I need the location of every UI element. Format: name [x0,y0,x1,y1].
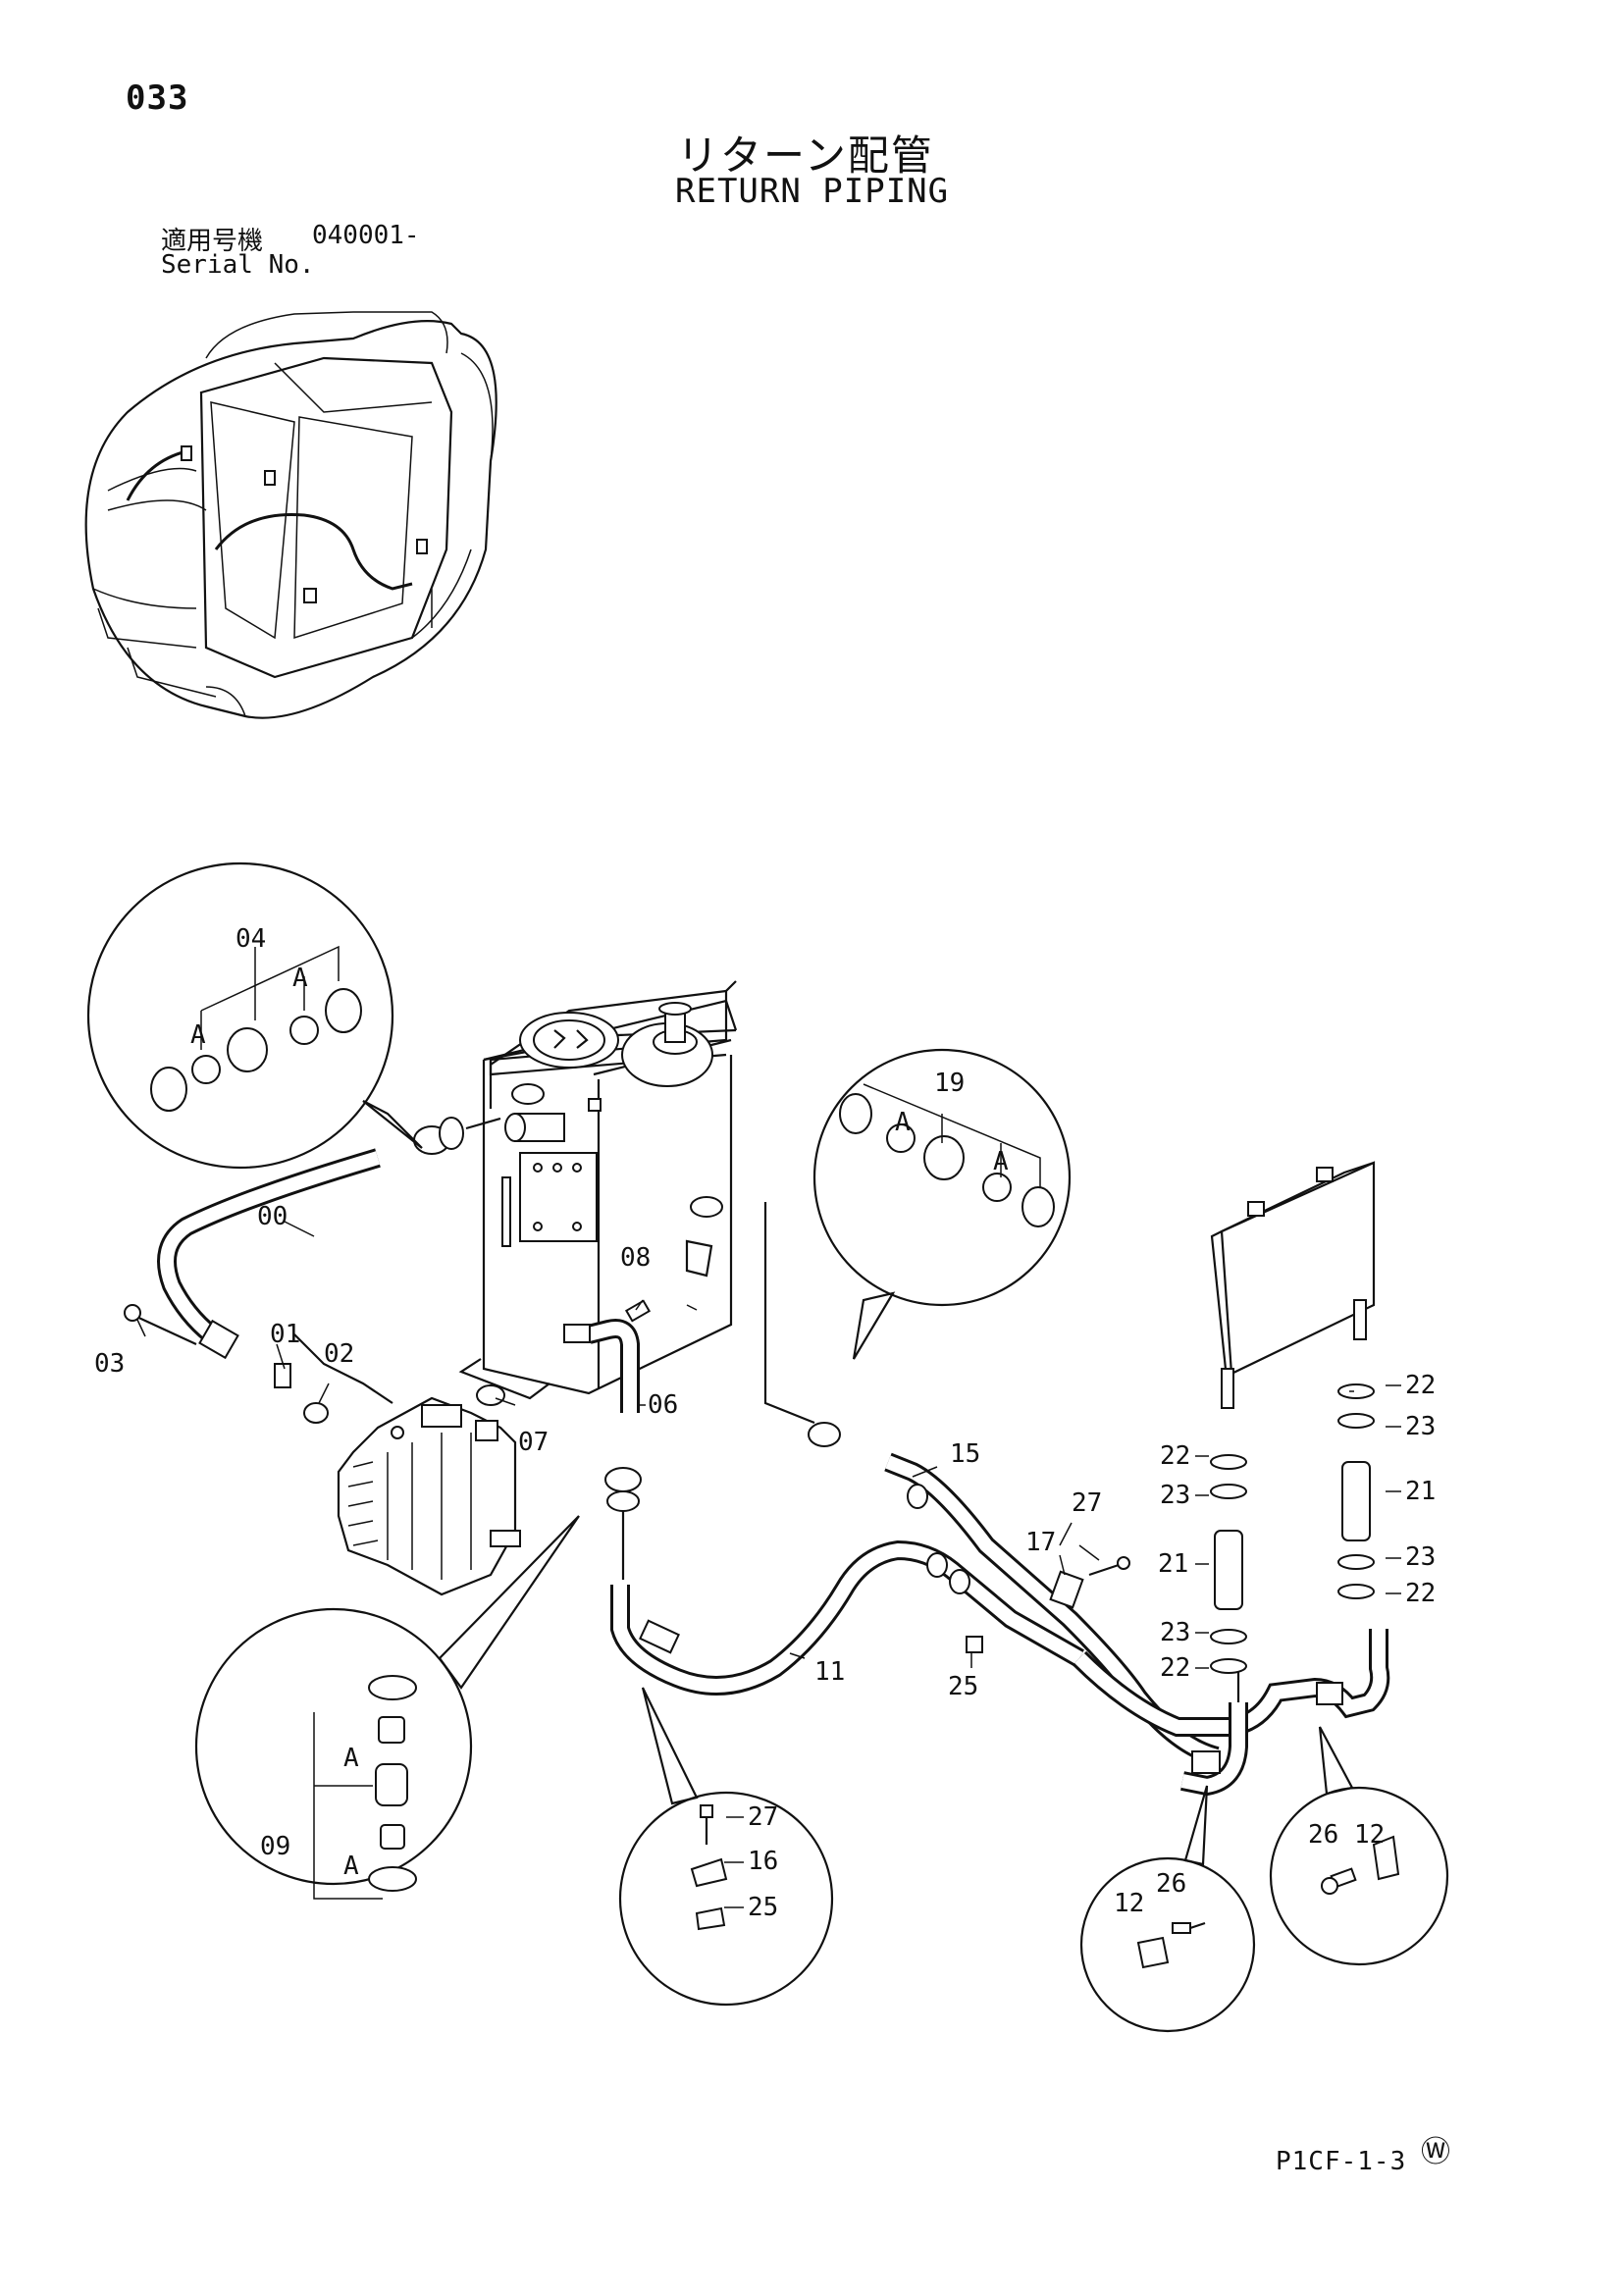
callout-08: 08 [620,1243,651,1273]
callout-12-left: 12 [1114,1889,1144,1918]
callout-22-a: 22 [1405,1371,1436,1400]
callout-01: 01 [270,1320,300,1349]
page-title-en: RETURN PIPING [675,172,950,211]
callout-04: 04 [236,924,266,954]
callout-23-d: 23 [1160,1618,1190,1647]
callout-a-4: A [993,1147,1009,1176]
callout-26-a: 26 [1156,1869,1186,1899]
callout-a-5: A [343,1744,359,1773]
control-valve [337,1396,521,1596]
callout-a-3: A [895,1108,911,1137]
serial-label-jp: 適用号機 [161,227,264,256]
callout-19: 19 [934,1069,965,1098]
callout-labels: 00 01 02 03 04 06 07 08 09 11 12 12 15 1… [94,924,1436,1922]
callout-09: 09 [260,1832,290,1861]
callout-21-left: 21 [1158,1549,1188,1579]
hose-stack [1210,1383,1375,1674]
callout-22-b: 22 [1160,1441,1190,1471]
detail-circle-19 [812,1048,1072,1360]
machine-overview [84,311,497,719]
callout-25-b: 25 [748,1893,778,1922]
callout-02: 02 [324,1339,354,1369]
callout-06: 06 [648,1390,678,1420]
callout-27-a: 27 [1072,1488,1102,1518]
callout-21-right: 21 [1405,1477,1436,1506]
callout-03: 03 [94,1349,125,1379]
leader-lines [136,1221,1354,1668]
callout-00: 00 [257,1202,288,1231]
callout-25-a: 25 [948,1672,978,1701]
callout-23-b: 23 [1160,1481,1190,1510]
callout-23-c: 23 [1405,1542,1436,1572]
main-piping [124,1117,1390,1797]
oil-cooler [1210,1161,1376,1409]
callout-a-2: A [292,964,308,993]
callout-22-d: 22 [1160,1653,1190,1683]
page-title-jp: リターン配管 [677,131,934,180]
label-leaders [638,1384,1401,1908]
page-number: 033 [126,78,189,118]
callout-27-b: 27 [748,1802,778,1832]
callout-a-6: A [343,1852,359,1881]
serial-label-en: Serial No. [161,250,315,280]
detail-circle-09 [194,1515,580,1900]
hydraulic-tank [458,980,738,1400]
drawing-code: P1CF-1-3 [1276,2147,1407,2176]
serial-value: 040001- [312,221,420,250]
callout-16: 16 [748,1847,778,1876]
detail-circle-12-left [1079,1785,1256,2033]
callout-12-right: 12 [1354,1820,1385,1850]
callout-15: 15 [950,1439,980,1469]
callout-11: 11 [814,1657,845,1687]
callout-23-a: 23 [1405,1412,1436,1441]
detail-circle-04 [86,861,423,1170]
callout-07: 07 [518,1428,549,1457]
callout-a-1: A [190,1020,206,1050]
detail-circle-12-right [1269,1726,1449,1966]
detail-circle-27 [618,1687,834,2007]
callout-22-c: 22 [1405,1579,1436,1608]
w-mark-icon: Ⓦ [1421,2135,1450,2169]
callout-17: 17 [1025,1528,1056,1557]
callout-26-b: 26 [1308,1820,1338,1850]
